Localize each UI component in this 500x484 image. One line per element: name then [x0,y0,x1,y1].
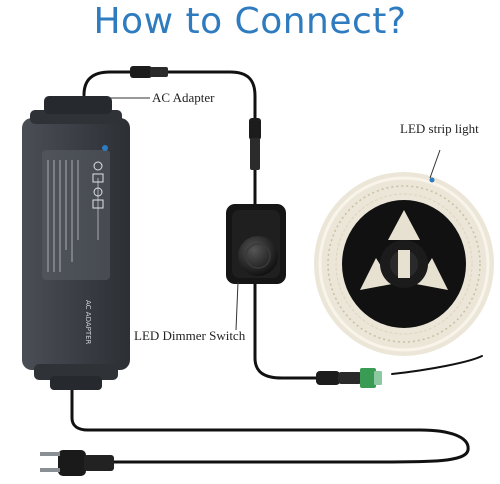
cables [70,70,483,464]
page-title: How to Connect? [93,1,407,42]
adapter-led-indicator [102,145,108,151]
ac-adapter-label: AC Adapter [152,90,215,105]
ac-adapter: AC ADAPTER [22,96,130,390]
label-leaders [108,97,441,331]
led-strip-reel [314,172,494,356]
dimmer-switch [226,204,286,284]
certification-icons [92,161,104,209]
power-plug [40,450,114,476]
cable-strip-lead [391,355,483,375]
inline-connector-top [130,66,168,78]
dimmer-knob [238,236,278,276]
adapter-model-text: AC ADAPTER [84,300,92,345]
strip-label-dot [429,177,435,183]
led-strip-label: LED strip light [400,121,479,136]
cable-power-cord [70,378,470,464]
cable-top-to-dimmer [164,70,257,122]
cable-dimmer-output [253,280,320,380]
cable-adapter-to-top [82,70,134,97]
dc-connector-output [316,368,382,388]
inline-connector-dimmer-input [249,118,261,170]
led-dimmer-switch-label: LED Dimmer Switch [134,328,246,343]
